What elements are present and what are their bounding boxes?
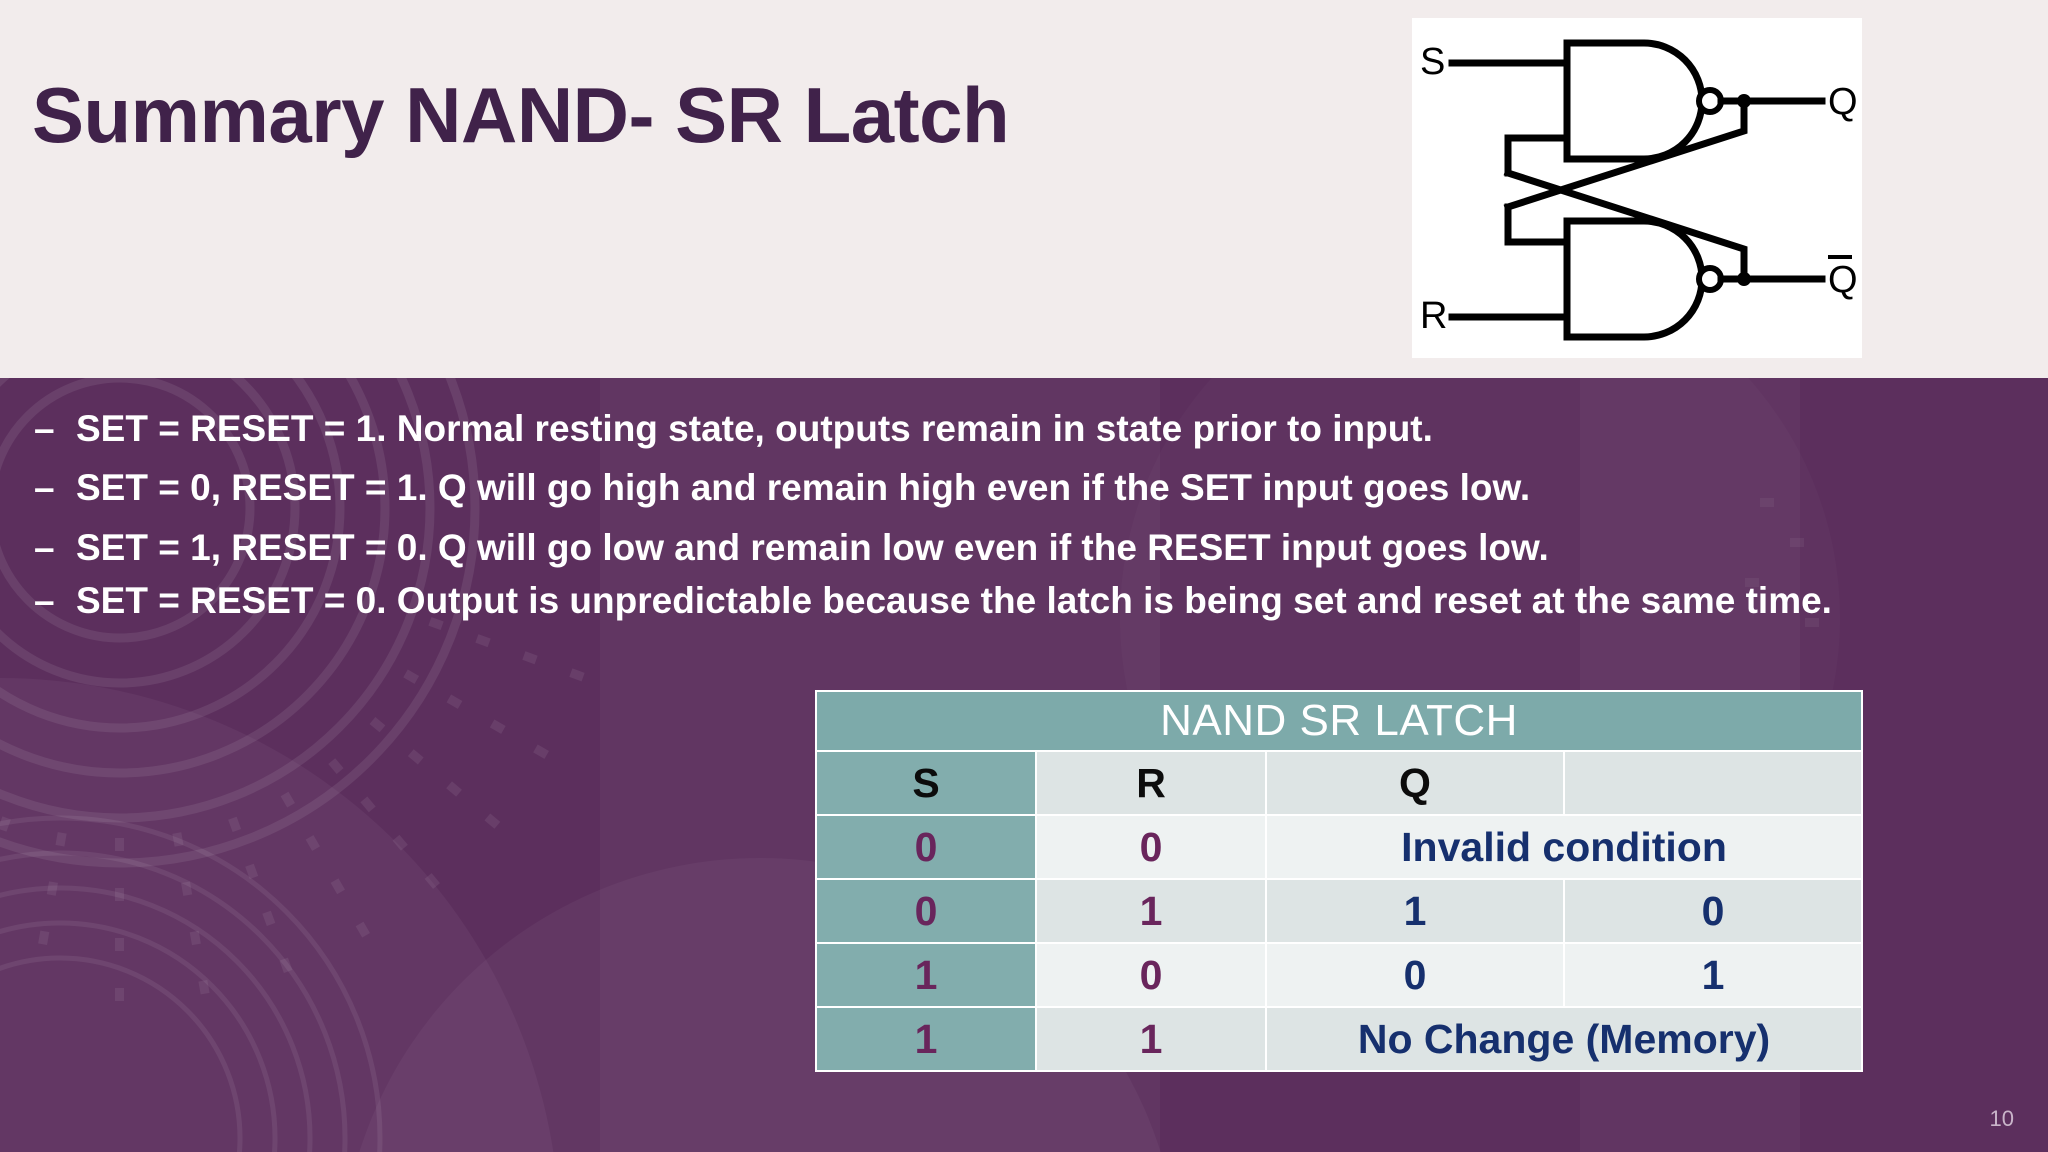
- list-item: – SET = 1, RESET = 0. Q will go low and …: [34, 527, 1980, 568]
- cell-qbar: 1: [1565, 944, 1862, 1006]
- cell-r: 1: [1037, 1008, 1265, 1070]
- qbar-junction-dot: [1737, 272, 1751, 286]
- bullet-text: SET = 1, RESET = 0. Q will go low and re…: [76, 526, 1549, 568]
- bullet-marker: –: [34, 580, 55, 622]
- bullet-text: SET = 0, RESET = 1. Q will go high and r…: [76, 467, 1531, 509]
- list-item: – SET = RESET = 1. Normal resting state,…: [34, 408, 1980, 449]
- column-header-r: R: [1037, 752, 1265, 814]
- column-header-s: S: [817, 752, 1035, 814]
- column-header-qbar: [1565, 752, 1862, 814]
- cell-s: 0: [817, 816, 1035, 878]
- truth-table: NAND SR LATCH S R Q 0 0 Invalid conditio…: [815, 690, 1864, 1072]
- bullet-list: – SET = RESET = 1. Normal resting state,…: [0, 378, 1980, 622]
- column-header-q: Q: [1267, 752, 1563, 814]
- cell-r: 0: [1037, 944, 1265, 1006]
- bullet-marker: –: [34, 526, 55, 568]
- cell-merged: Invalid condition: [1267, 816, 1862, 878]
- table-row: 1 0 0 1: [817, 944, 1862, 1006]
- diagram-label-r: R: [1420, 295, 1447, 337]
- cell-q: 0: [1267, 944, 1563, 1006]
- list-item: – SET = 0, RESET = 1. Q will go high and…: [34, 467, 1980, 508]
- list-item: – SET = RESET = 0. Output is unpredictab…: [34, 580, 1980, 621]
- table-title-row: NAND SR LATCH: [817, 692, 1862, 750]
- cell-merged: No Change (Memory): [1267, 1008, 1862, 1070]
- diagram-label-q: Q: [1828, 81, 1858, 123]
- table-header-row: S R Q: [817, 752, 1862, 814]
- diagram-label-s: S: [1420, 41, 1445, 83]
- q-junction-dot: [1737, 94, 1751, 108]
- cell-q: 1: [1267, 880, 1563, 942]
- cell-s: 0: [817, 880, 1035, 942]
- page-number: 10: [1989, 1106, 2014, 1131]
- table-row: 1 1 No Change (Memory): [817, 1008, 1862, 1070]
- table-row: 0 0 Invalid condition: [817, 816, 1862, 878]
- cell-s: 1: [817, 1008, 1035, 1070]
- diagram-label-qbar: Q: [1828, 259, 1858, 301]
- table-title: NAND SR LATCH: [817, 692, 1862, 750]
- bullet-text: SET = RESET = 0. Output is unpredictable…: [76, 580, 1832, 622]
- cell-qbar: 0: [1565, 880, 1862, 942]
- cell-r: 0: [1037, 816, 1265, 878]
- page-title: Summary NAND- SR Latch: [32, 71, 1010, 159]
- cell-r: 1: [1037, 880, 1265, 942]
- bullet-text: SET = RESET = 1. Normal resting state, o…: [76, 408, 1433, 449]
- cell-s: 1: [817, 944, 1035, 1006]
- bullet-marker: –: [34, 408, 55, 449]
- nand-sr-latch-diagram: S R Q Q: [1412, 18, 1862, 358]
- bullet-marker: –: [34, 467, 55, 509]
- table-row: 0 1 1 0: [817, 880, 1862, 942]
